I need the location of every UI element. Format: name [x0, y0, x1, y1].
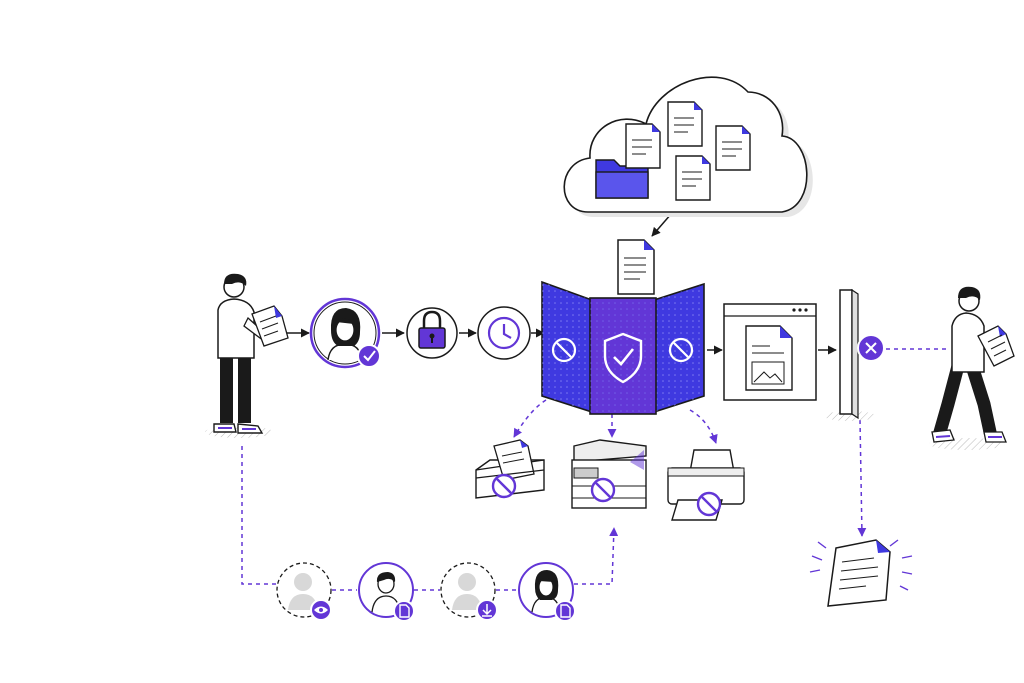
blocked-icon	[491, 473, 517, 499]
audit-download-ghost	[440, 562, 498, 621]
blocked-icon	[668, 337, 694, 363]
audit-trail	[241, 446, 276, 585]
access-barrier	[824, 288, 885, 421]
blocked-icon	[590, 477, 616, 503]
cloud-document-icon	[667, 101, 703, 147]
verified-user-node	[309, 297, 381, 369]
incoming-document-icon	[617, 239, 655, 295]
blocked-tray	[475, 439, 545, 499]
audit-view-ghost	[276, 562, 332, 621]
leak-arrow	[857, 419, 867, 537]
blocked-x-icon	[857, 334, 885, 362]
blocked-copier	[571, 439, 647, 509]
cloud-document-icon	[675, 155, 711, 201]
cloud-document-icon	[715, 125, 751, 171]
protected-viewer-window	[723, 303, 817, 401]
download-icon	[476, 599, 498, 621]
woman-avatar-icon	[531, 570, 561, 613]
eye-icon	[310, 599, 332, 621]
audit-trail	[574, 527, 619, 585]
woman-avatar-icon	[327, 308, 363, 361]
cloud-document-icon	[625, 123, 661, 169]
receiver-person	[929, 286, 1015, 450]
blocked-icon	[696, 491, 722, 517]
cloud-storage	[563, 76, 813, 217]
document-icon	[827, 539, 891, 607]
clock-icon	[487, 316, 521, 350]
document-badge-icon	[554, 600, 576, 622]
lock-node	[406, 307, 458, 359]
lock-icon	[418, 310, 446, 349]
device-arrow	[689, 409, 718, 444]
image-document-icon	[745, 325, 793, 391]
audit-woman-document	[518, 562, 576, 622]
audit-man-document	[358, 562, 415, 622]
document-icon	[493, 439, 535, 481]
blocked-printer	[667, 449, 745, 521]
check-badge-icon	[357, 344, 381, 368]
blocked-icon	[551, 337, 577, 363]
held-document-icon	[977, 325, 1015, 367]
man-avatar-icon	[371, 572, 401, 613]
device-arrow	[513, 399, 547, 438]
shield-check-icon	[603, 332, 643, 384]
alert-rays	[809, 539, 913, 591]
folder-icon	[595, 159, 649, 199]
blocked-document	[809, 539, 913, 607]
sender-person	[205, 273, 289, 438]
held-document-icon	[251, 305, 289, 347]
document-badge-icon	[393, 600, 415, 622]
protection-panel	[541, 280, 705, 415]
time-limit-node	[477, 306, 531, 360]
